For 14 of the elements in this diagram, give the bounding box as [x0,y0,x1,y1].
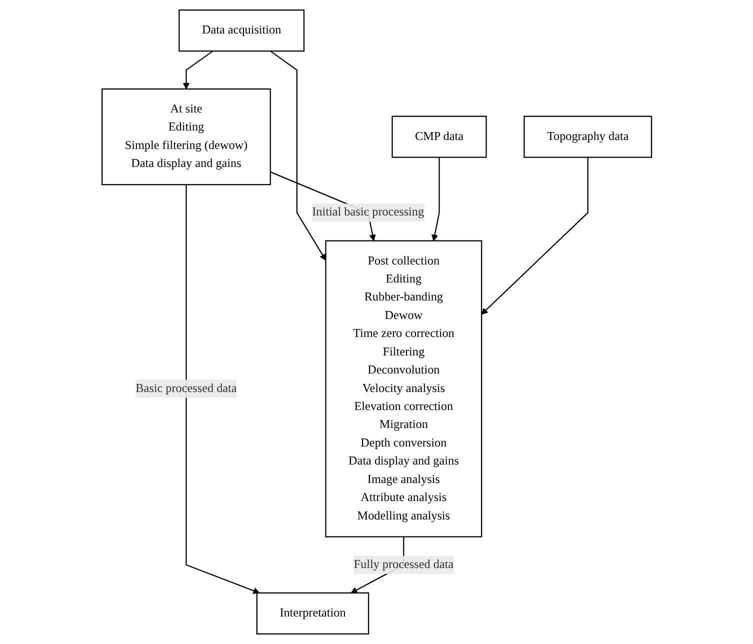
edge-label: Fully processed data [353,558,454,571]
arrow [270,50,326,261]
node-box: Post collection Editing Rubber-banding Dewow Time zero correction Filtering Deconvolution Velocity analysis Elevation correction Migration Depth conversion Data display and gains Image analysis Attribute analysis Modelling analysis [324,240,482,538]
node-box: Data acquisition [178,10,304,52]
edge-label: Initial basic processing [312,206,424,219]
node-box: Topography data [523,116,652,158]
arrow [182,50,213,90]
node-box: CMP data [391,116,487,158]
edge-label: Basic processed data [135,382,237,395]
arrow [185,184,260,594]
arrow [480,157,588,315]
node-box: At site Editing Simple filtering (dewow) Data display and gains [101,88,271,186]
node-box: Interpretation [256,592,369,634]
arrow [431,157,440,242]
